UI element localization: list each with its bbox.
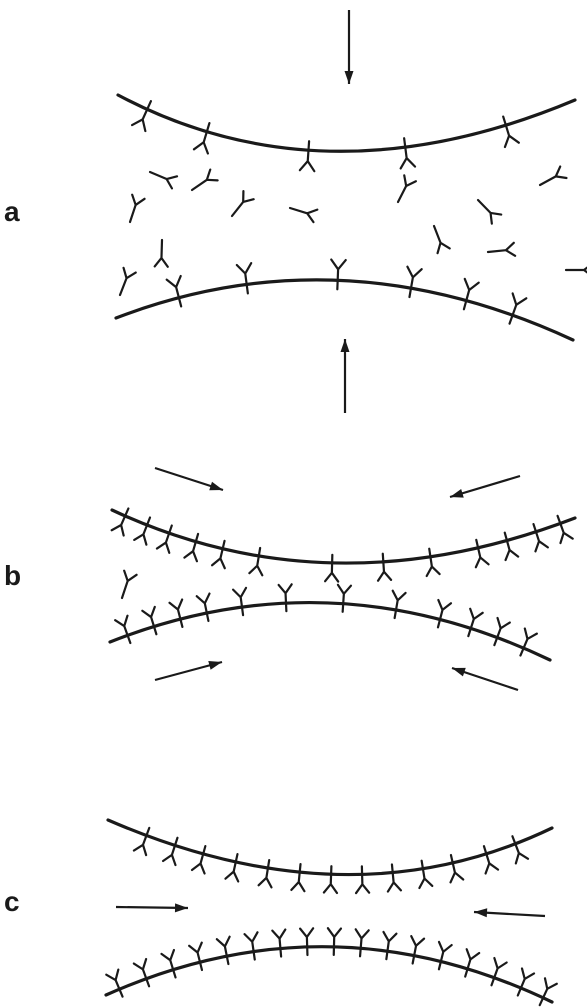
panel-b-arrow-bottom-left-head bbox=[208, 661, 222, 670]
panel-b-bottom-receptor-7 bbox=[393, 591, 406, 618]
panel-c-bottom-receptor-9 bbox=[356, 929, 369, 956]
panel-a-free-receptor-3 bbox=[192, 170, 218, 190]
panel-b-top-receptor-9 bbox=[476, 540, 489, 567]
panel-c-top-receptor-10 bbox=[450, 855, 463, 882]
panel-c-bottom-receptor-7 bbox=[300, 928, 313, 955]
panel-b-top-receptor-8 bbox=[427, 549, 440, 576]
panel-a-bottom-receptor-1 bbox=[237, 263, 251, 293]
panel-c-bottom-receptor-11 bbox=[411, 936, 424, 963]
panel-a-free-receptor-6 bbox=[398, 175, 416, 202]
panel-c-top-receptor-5 bbox=[291, 864, 304, 891]
panel-b-arrow-bottom-right-head bbox=[452, 668, 466, 677]
panel-c-top-receptor-4 bbox=[259, 860, 272, 887]
panel-a-bottom-membrane bbox=[116, 280, 573, 340]
panel-c-bottom-receptor-10 bbox=[383, 932, 396, 959]
panel-a-arrow-down-head bbox=[345, 71, 354, 84]
panel-b-top-receptor-7 bbox=[378, 554, 391, 581]
panel-c-top-receptor-7 bbox=[356, 866, 369, 893]
panel-b-arrow-top-left-head bbox=[209, 482, 223, 491]
panel-a-free-receptor-0 bbox=[130, 195, 145, 222]
panel-a-free-receptor-9 bbox=[488, 243, 515, 256]
panel-a-free-receptor-5 bbox=[290, 208, 317, 222]
panel-c-top-receptor-8 bbox=[388, 864, 401, 891]
panel-b-bottom-membrane bbox=[110, 603, 550, 660]
panel-c-bottom-receptor-8 bbox=[328, 928, 341, 955]
panel-b-free-receptor-0 bbox=[122, 571, 137, 598]
panel-a-free-receptor-8 bbox=[478, 200, 501, 224]
panel-a-free-receptor-7 bbox=[434, 226, 450, 253]
panel-c-bottom-receptor-5 bbox=[245, 932, 258, 959]
panel-b-arrow-top-right-head bbox=[450, 489, 464, 498]
panel-a-top-receptor-3 bbox=[401, 138, 415, 168]
panel-c-arrow-left-head bbox=[175, 903, 188, 912]
membrane-curves bbox=[106, 95, 575, 1002]
panel-label-b: b bbox=[4, 562, 21, 590]
panel-c-top-receptor-3 bbox=[225, 854, 238, 881]
panel-a-bottom-receptor-3 bbox=[407, 267, 421, 297]
panel-a-free-receptor-11 bbox=[566, 263, 587, 276]
panel-a-free-receptor-1 bbox=[150, 172, 177, 188]
panel-b-bottom-receptor-5 bbox=[279, 584, 292, 611]
panel-c-bottom-receptor-4 bbox=[217, 937, 230, 964]
panel-c-bottom-receptor-6 bbox=[272, 929, 285, 956]
panel-a-free-receptor-10 bbox=[540, 167, 566, 185]
panel-c-arrow-right-head bbox=[474, 908, 487, 917]
panel-b-top-receptor-6 bbox=[325, 555, 338, 582]
receptor-glyphs bbox=[106, 101, 587, 1005]
panel-b-top-receptor-5 bbox=[249, 548, 262, 575]
panel-a-bottom-receptor-2 bbox=[331, 259, 346, 289]
panel-a-top-receptor-2 bbox=[300, 141, 314, 171]
panel-c-top-receptor-9 bbox=[419, 861, 432, 888]
panel-b-bottom-receptor-4 bbox=[233, 588, 246, 615]
panel-a-free-receptor-2 bbox=[155, 240, 168, 267]
panel-a-arrow-up-head bbox=[341, 339, 350, 352]
panel-c-top-receptor-6 bbox=[324, 866, 337, 893]
panel-a-free-receptor-12 bbox=[120, 268, 136, 295]
force-arrows bbox=[116, 10, 545, 917]
panel-b-bottom-receptor-3 bbox=[197, 594, 210, 621]
panel-a-free-receptor-4 bbox=[232, 191, 254, 216]
panel-label-c: c bbox=[4, 888, 20, 916]
panel-b-bottom-receptor-6 bbox=[338, 585, 351, 612]
panel-label-a: a bbox=[4, 198, 20, 226]
